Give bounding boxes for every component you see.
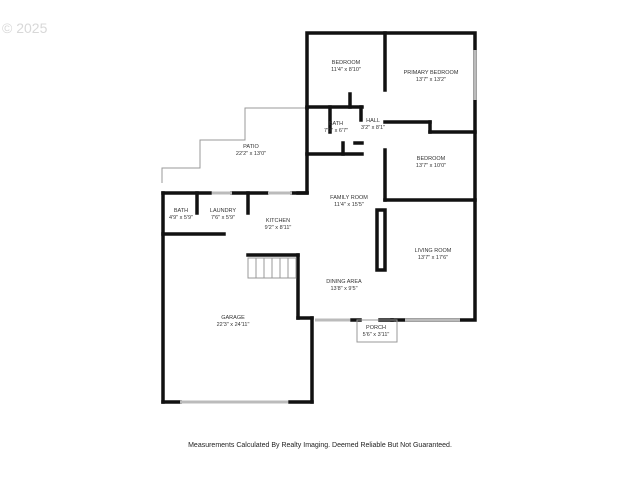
windows	[180, 50, 477, 404]
porch	[356, 319, 398, 343]
stairs	[247, 257, 297, 279]
patio-outline	[161, 107, 307, 183]
disclaimer-footer: Measurements Calculated By Realty Imagin…	[188, 442, 452, 449]
copyright-watermark: © 2025	[2, 20, 48, 36]
